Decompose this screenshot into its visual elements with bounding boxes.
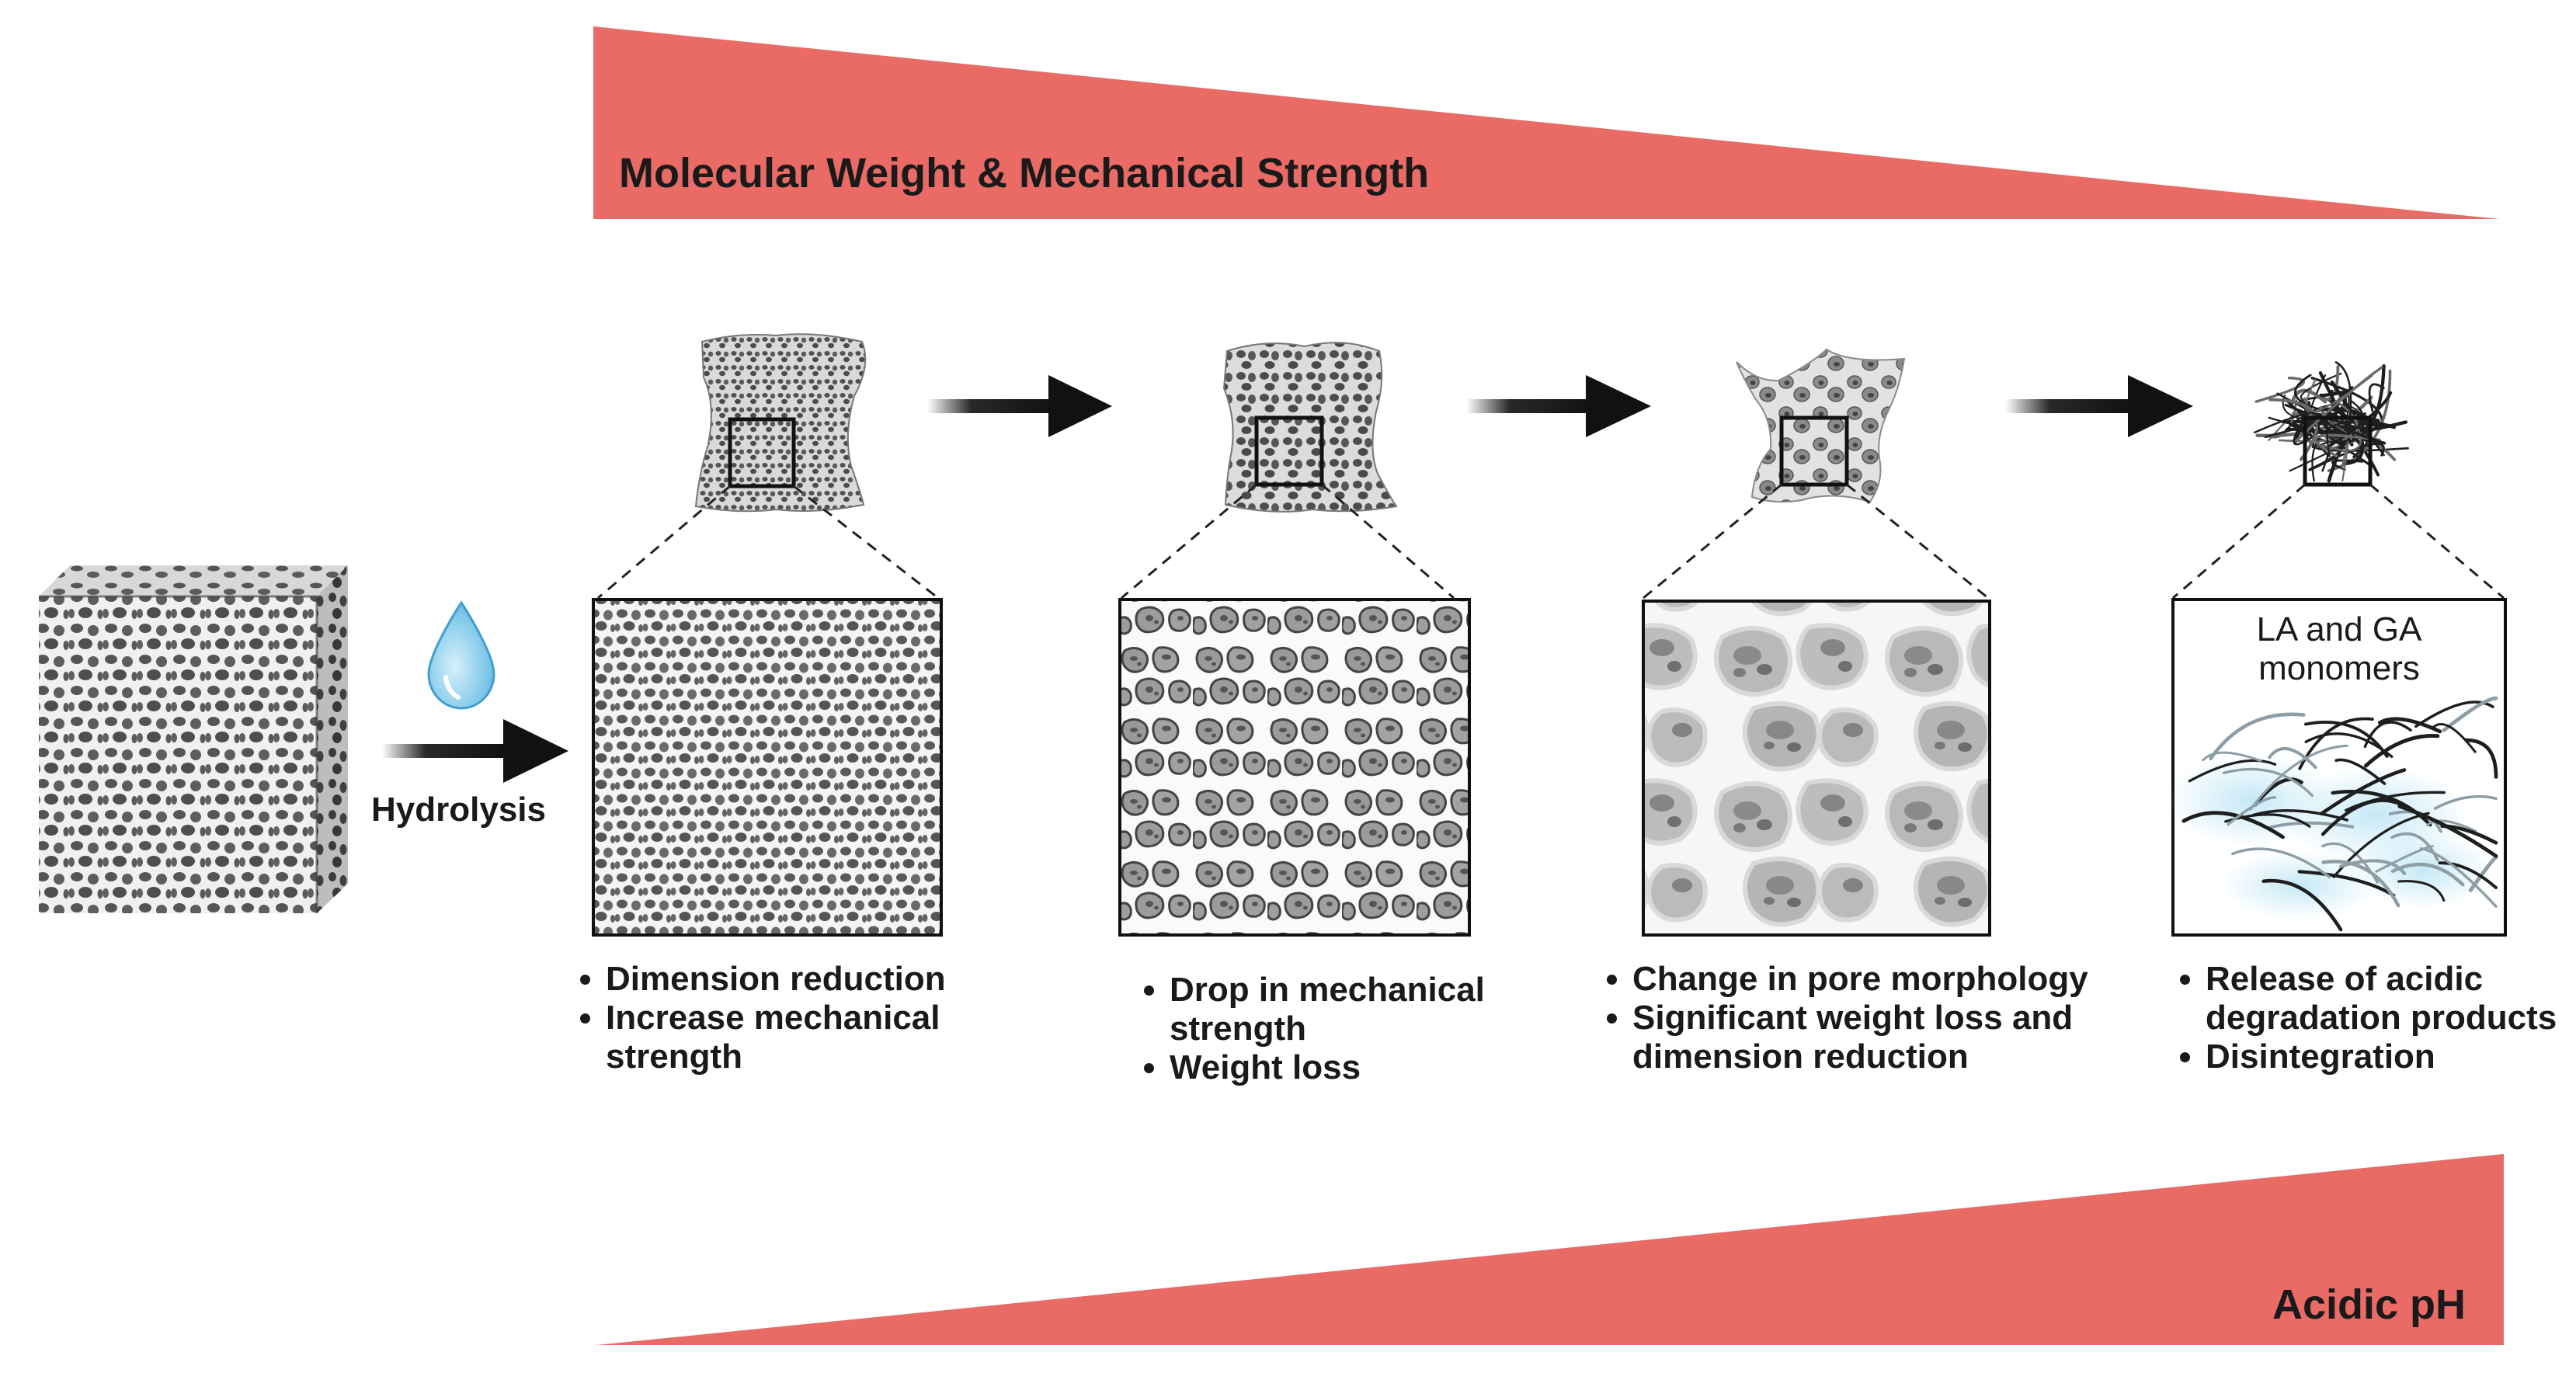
stage-1-bullet-2: Increase mechanical strength	[606, 999, 1041, 1076]
stage-arrow-2	[1466, 375, 1651, 437]
fiber-strand	[2321, 415, 2362, 452]
stage-1-scaffold	[694, 333, 867, 513]
monomer-fiber	[2266, 821, 2355, 830]
stage-3-zoom-line-right	[1846, 483, 1989, 600]
stage-2-zoom-line-left	[1121, 483, 1257, 600]
stage-4-bullet-2: Disintegration	[2206, 1038, 2576, 1076]
fiber-strand	[2341, 440, 2349, 481]
stage-2-bullet-2: Weight loss	[1170, 1048, 1573, 1087]
molecular-weight-ribbon	[593, 26, 2499, 219]
stage-4-zoom-line-left	[2172, 483, 2306, 600]
fiber-strand	[2294, 366, 2383, 443]
stage-1-bullet-1: Dimension reduction	[606, 960, 1041, 999]
monomer-fiber	[2319, 768, 2407, 816]
monomer-fiber	[2297, 870, 2396, 898]
stage-3-bullet-1: Change in pore morphology	[1632, 960, 2168, 999]
monomer-fibers	[2181, 696, 2498, 932]
stage-4-bullets: Release of acidic degradation products D…	[2162, 960, 2576, 1076]
fiber-strand	[2268, 392, 2336, 433]
fiber-strand	[2300, 372, 2342, 401]
monomer-fiber	[2331, 790, 2432, 827]
stage-3-bullet-2: Significant weight loss and dimension re…	[1632, 999, 2168, 1076]
fiber-strand	[2327, 442, 2385, 463]
stage-2-magnified-panel	[1118, 598, 1471, 937]
stage-4-bullet-1: Release of acidic degradation products	[2206, 960, 2576, 1038]
stage-4-zoom-box	[2303, 415, 2373, 487]
fiber-strand	[2314, 433, 2381, 457]
stage-1-magnified-panel	[592, 598, 943, 937]
stage-2-scaffold	[1222, 342, 1398, 513]
fiber-strand	[2368, 383, 2385, 412]
monomer-fiber	[2320, 798, 2402, 836]
monomer-fiber	[2426, 819, 2477, 832]
acidic-ph-label: Acidic pH	[2272, 1281, 2466, 1328]
monomer-fiber	[2222, 767, 2314, 798]
monomer-fiber	[2363, 721, 2412, 749]
monomer-fiber	[2304, 721, 2389, 758]
monomer-fiber	[2414, 700, 2494, 728]
fiber-strand	[2319, 389, 2351, 398]
stage-4-magnified-panel	[2167, 598, 2507, 937]
monomer-fiber	[2202, 751, 2262, 763]
stage-2-bullets: Drop in mechanical strength Weight loss	[1126, 971, 1573, 1087]
monomer-fiber	[2334, 758, 2387, 785]
monomer-fiber	[2364, 734, 2440, 768]
initial-scaffold-cube	[39, 565, 348, 913]
stage-4-zoom-line-right	[2369, 483, 2505, 600]
stage-2-bullet-1: Drop in mechanical strength	[1170, 971, 1573, 1048]
monomer-fiber	[2432, 723, 2477, 753]
monomer-fiber	[2251, 808, 2348, 822]
stage-arrow-1	[927, 375, 1112, 437]
stage-3-zoom-line-left	[1643, 483, 1782, 600]
monomer-fiber	[2261, 878, 2343, 932]
acidic-ph-ribbon	[596, 1154, 2504, 1345]
fiber-strand	[2293, 415, 2323, 446]
monomer-fiber	[2377, 717, 2442, 734]
monomer-fiber	[2181, 811, 2285, 839]
stage-3-scaffold	[1736, 348, 1906, 503]
stage-1-zoom-line-right	[793, 485, 939, 600]
stage-1-bullets: Dimension reduction Increase mechanical …	[562, 960, 1041, 1076]
monomer-fiber	[2397, 880, 2446, 902]
fiber-strand	[2254, 377, 2306, 403]
monomer-fiber	[2338, 859, 2407, 875]
hydrolysis-arrow	[382, 719, 568, 783]
fiber-strand	[2294, 374, 2318, 410]
monomer-fiber	[2440, 824, 2498, 845]
monomer-fiber	[2442, 696, 2498, 732]
stage-1-zoom-line-left	[597, 485, 731, 600]
stage-arrow-3	[2005, 375, 2193, 437]
monomer-fiber	[2188, 759, 2277, 783]
stage-4-inset-label: LA and GA monomers	[2256, 610, 2422, 687]
monomer-fiber	[2464, 738, 2498, 779]
monomer-fiber	[2438, 861, 2498, 889]
hydrolysis-label: Hydrolysis	[371, 791, 546, 829]
monomer-fiber	[2231, 847, 2331, 878]
stage-4-fiber-ball	[2254, 361, 2409, 483]
stage-3-magnified-panel	[1642, 600, 1991, 937]
fiber-strand	[2291, 412, 2320, 434]
monomer-fiber	[2321, 860, 2400, 908]
monomer-fiber	[2268, 747, 2317, 770]
monomer-fiber	[2433, 794, 2498, 810]
monomer-fiber	[2209, 712, 2306, 760]
molecular-weight-label: Molecular Weight & Mechanical Strength	[619, 150, 1429, 196]
monomer-fiber	[2227, 796, 2276, 826]
monomer-fiber	[2249, 744, 2348, 811]
monomer-fiber	[2419, 847, 2498, 908]
water-drop-icon	[427, 600, 495, 710]
stage-3-bullets: Change in pore morphology Significant we…	[1589, 960, 2168, 1076]
stage-2-zoom-line-right	[1321, 483, 1455, 600]
